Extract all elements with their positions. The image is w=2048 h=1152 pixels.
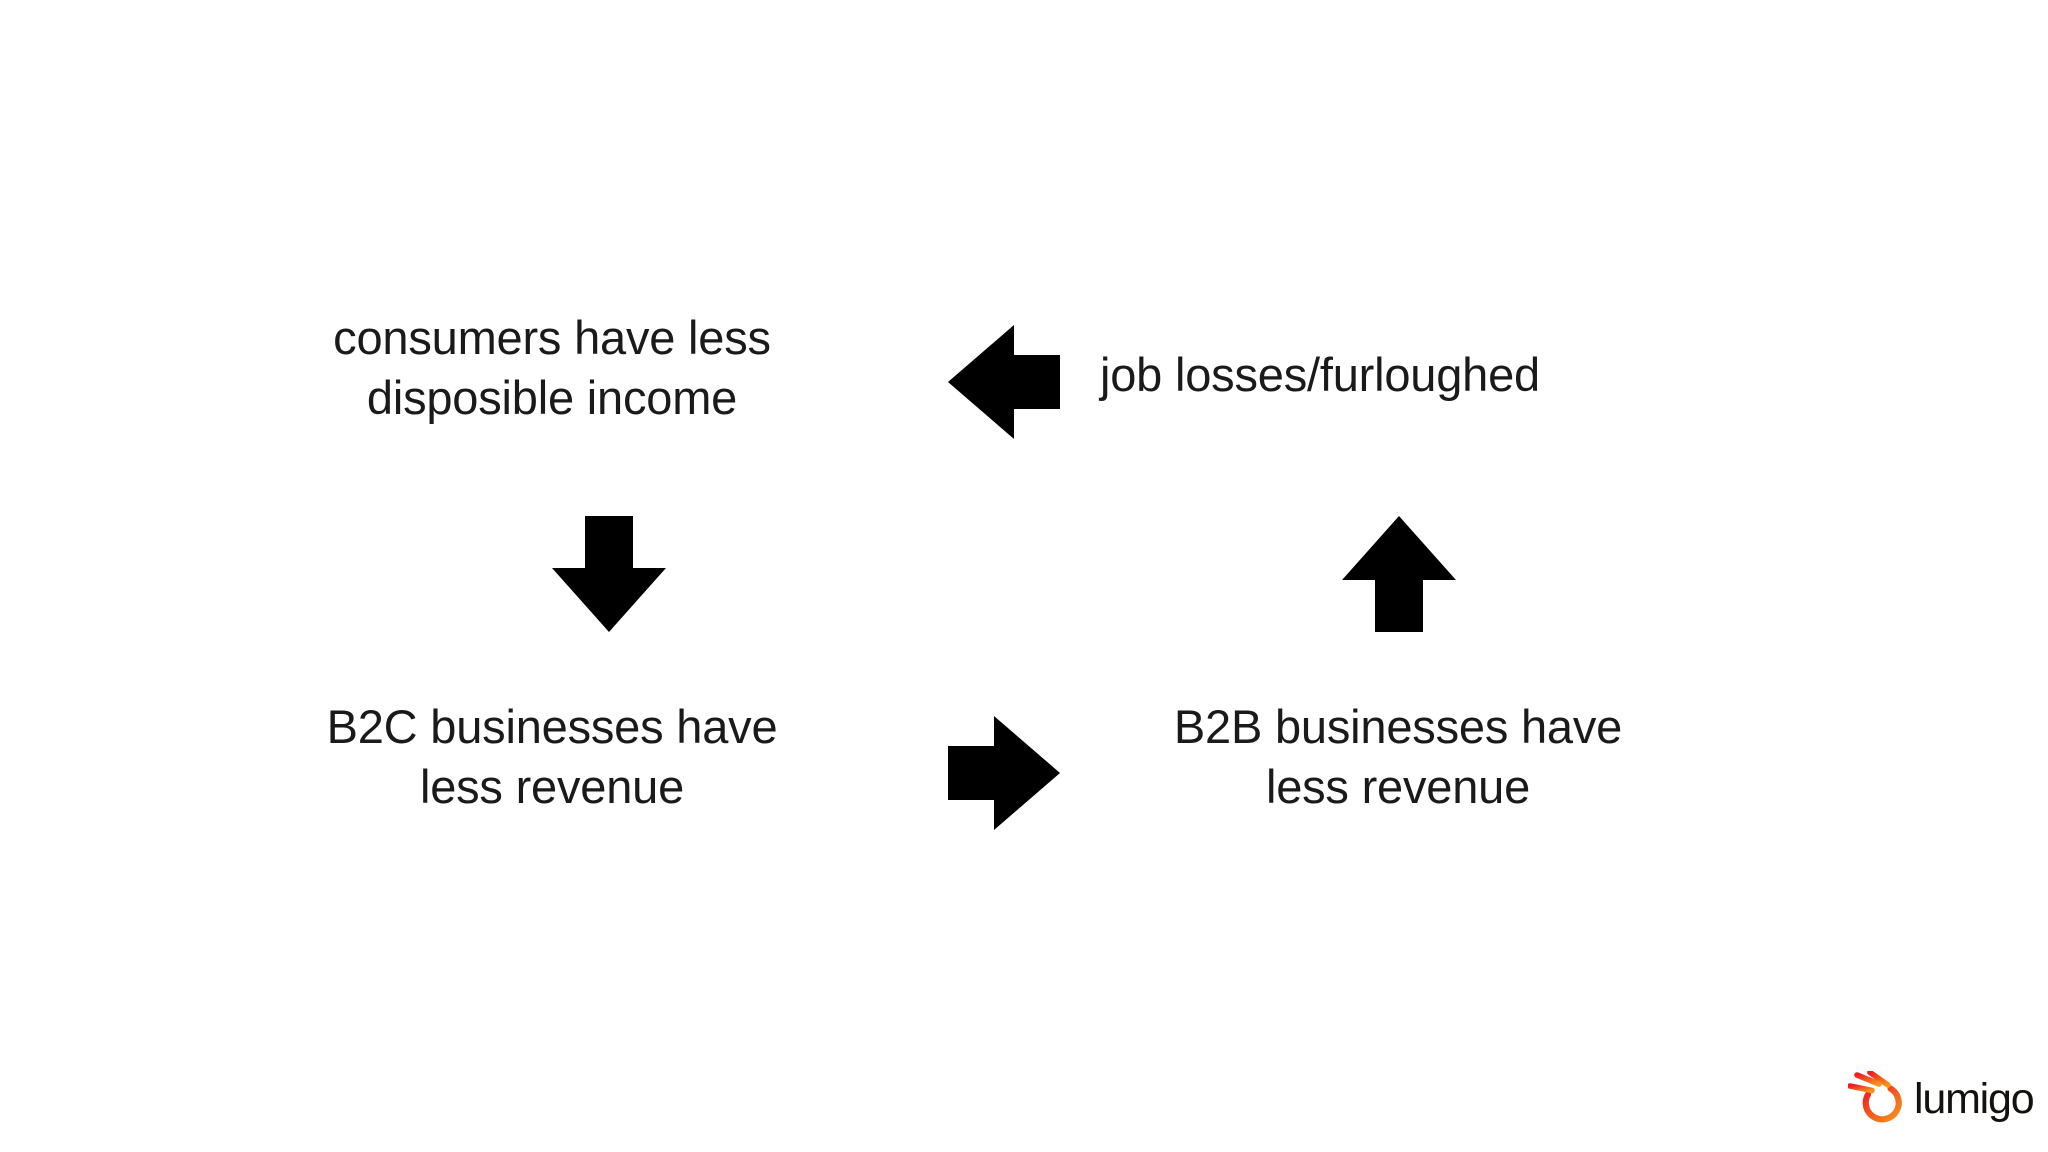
- diagram-node-consumers: consumers have less disposible income: [333, 311, 771, 425]
- arrow-left-icon: [948, 325, 1060, 439]
- arrow-up-icon: [1342, 516, 1456, 632]
- arrow-right-icon: [948, 716, 1060, 830]
- lumigo-wordmark: lumigo: [1914, 1074, 2035, 1123]
- diagram-node-b2b: B2B businesses have less revenue: [1173, 700, 1623, 814]
- lumigo-comet-icon: [1848, 1071, 1906, 1127]
- arrow-down-icon: [552, 516, 666, 632]
- diagram-node-b2c: B2C businesses have less revenue: [326, 700, 778, 814]
- lumigo-logo: lumigo: [1848, 1068, 2035, 1130]
- diagram-node-job-losses: job losses/furloughed: [1100, 348, 1540, 401]
